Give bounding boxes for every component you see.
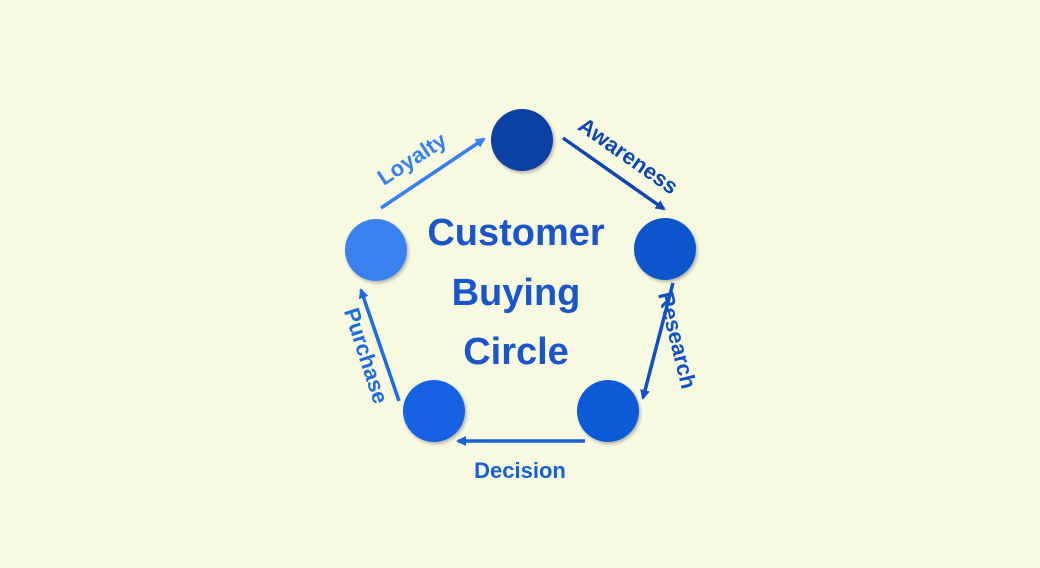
node-left: [345, 219, 407, 281]
node-top: [491, 109, 553, 171]
arrow-research: [640, 282, 675, 400]
title-line-1: Customer: [427, 212, 605, 254]
stage-label-decision: Decision: [474, 458, 566, 483]
arrow-purchase: [358, 288, 401, 402]
node-right: [634, 218, 696, 280]
title-line-3: Circle: [463, 331, 569, 373]
arrow-loyalty: [380, 137, 486, 210]
stage-label-loyalty: Loyalty: [373, 127, 452, 190]
title-line-2: Buying: [452, 272, 581, 314]
stage-label-research: Research: [653, 289, 701, 391]
arrow-awareness: [561, 136, 666, 211]
node-bottom-right: [577, 380, 639, 442]
node-bottom-left: [403, 380, 465, 442]
